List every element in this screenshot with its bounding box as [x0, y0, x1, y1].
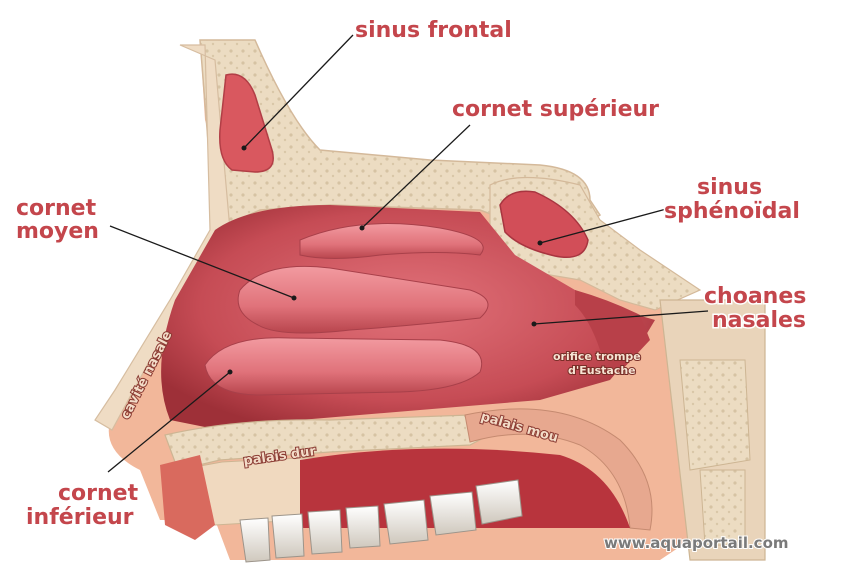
label-choanes-1: choanes — [704, 284, 806, 309]
vertebra-body — [680, 360, 750, 470]
label-choanes-2: nasales — [712, 308, 806, 333]
label-cornet-inferieur-1: cornet — [58, 481, 139, 506]
inferior-turbinate — [205, 338, 482, 395]
dot-sinus-sphenoidal — [538, 241, 543, 246]
dot-sinus-frontal — [242, 146, 247, 151]
dot-cornet-superieur — [360, 226, 365, 231]
label-cornet-inferieur-2: inférieur — [26, 505, 134, 530]
label-sinus-frontal: sinus frontal — [355, 18, 512, 43]
label-sinus-sphenoidal-2: sphénoïdal — [664, 199, 800, 224]
dot-cornet-moyen — [292, 296, 297, 301]
label-cornet-superieur: cornet supérieur — [452, 97, 659, 122]
label-orifice-1: orifice trompe — [553, 350, 641, 363]
dot-choanes — [532, 322, 537, 327]
watermark: www.aquaportail.com — [604, 534, 789, 552]
label-sinus-sphenoidal-1: sinus — [697, 175, 762, 200]
label-orifice-2: d'Eustache — [568, 364, 636, 377]
label-cornet-moyen-2: moyen — [16, 219, 99, 244]
label-cornet-moyen-1: cornet — [16, 196, 97, 221]
dot-cornet-inferieur — [228, 370, 233, 375]
